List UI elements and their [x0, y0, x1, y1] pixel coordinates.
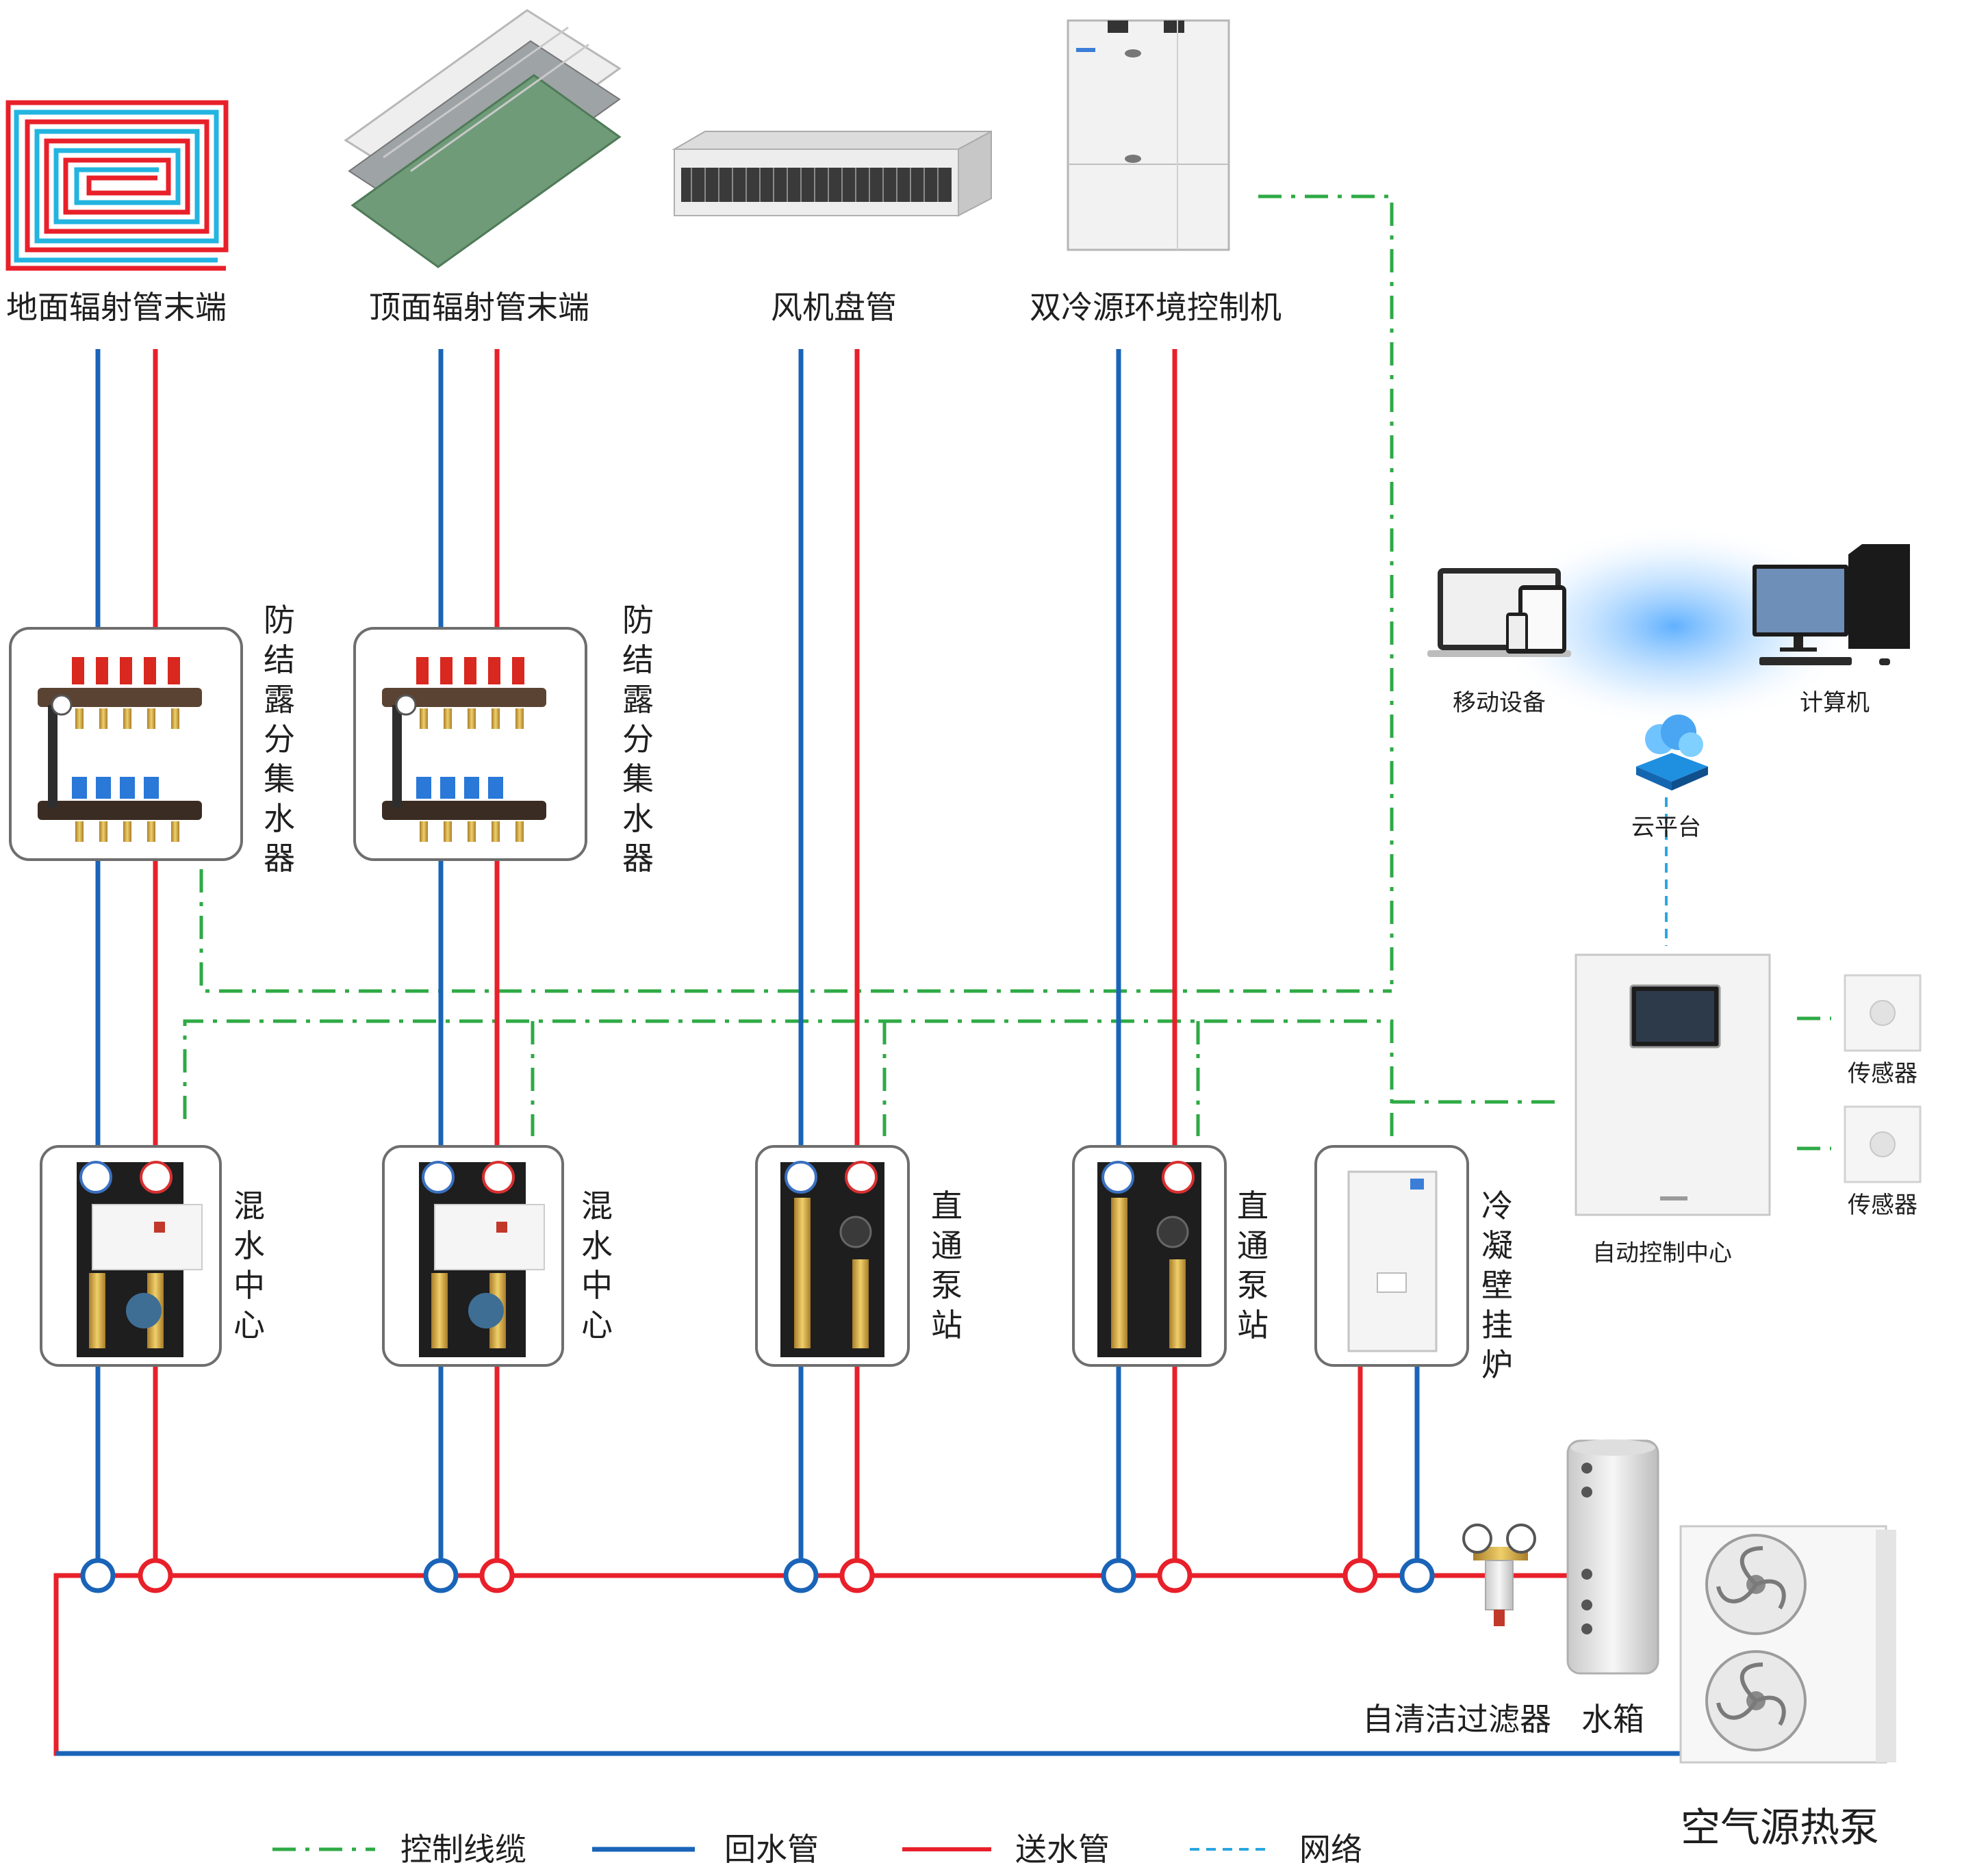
mixing-center-1-char: 中 [233, 1267, 265, 1304]
direct-pump-station-2-char: 站 [1237, 1307, 1269, 1344]
mixing-center-2-char: 水 [581, 1227, 613, 1264]
manifold-1-char: 防 [264, 602, 295, 639]
cloud-platform-icon [1636, 715, 1708, 791]
heat-pump-label: 空气源热泵 [1681, 1804, 1879, 1851]
mixing-center-1-char: 心 [233, 1307, 265, 1344]
floor-radiant-icon [5, 100, 229, 271]
control-cables [183, 194, 1831, 1157]
air-source-heat-pump-icon [1679, 1525, 1896, 1764]
sensor-1 [1844, 974, 1922, 1052]
condensing-boiler [1314, 1145, 1469, 1367]
filter-label: 自清洁过滤器 [1362, 1701, 1551, 1738]
sensor-2 [1844, 1105, 1922, 1183]
mixing-center-1-label: 混 水 中 心 [233, 1187, 265, 1344]
control-center-cabinet [1575, 953, 1771, 1216]
manifold-2-char: 结 [622, 641, 654, 678]
self-cleaning-filter-icon [1462, 1524, 1536, 1626]
tank-label: 水箱 [1581, 1701, 1644, 1738]
legend-return-label: 回水管 [724, 1831, 819, 1863]
mixing-center-2-char: 混 [581, 1187, 613, 1224]
manifold-1-char: 水 [264, 800, 295, 837]
manifold-2-label: 防 结 露 分 集 水 器 [622, 602, 654, 877]
manifold-2-char: 分 [622, 721, 654, 758]
mobile-devices-icon [1427, 568, 1571, 657]
mixing-center-2 [382, 1145, 564, 1367]
manifold-2-char: 水 [622, 800, 654, 837]
legend: 控制线缆 回水管 送水管 网络 [272, 1831, 1362, 1863]
pipes [53, 349, 1684, 1756]
direct-pump-station-2-char: 通 [1237, 1227, 1269, 1264]
manifold-2-char: 集 [622, 760, 654, 797]
manifold-2-char: 露 [622, 681, 654, 718]
manifold-1-char: 露 [264, 681, 295, 718]
sensor-2-label: 传感器 [1848, 1192, 1917, 1219]
mixing-center-2-label: 混 水 中 心 [581, 1187, 613, 1344]
manifold-1-label: 防 结 露 分 集 水 器 [264, 602, 295, 877]
legend-network-label: 网络 [1299, 1831, 1362, 1863]
direct-pump-station-2-char: 泵 [1237, 1267, 1269, 1304]
manifold-2 [353, 627, 587, 861]
legend-control-label: 控制线缆 [400, 1831, 526, 1863]
manifold-1-char: 集 [264, 760, 295, 797]
sensor-1-label: 传感器 [1848, 1060, 1917, 1088]
direct-pump-station-1-char: 泵 [931, 1267, 963, 1304]
pipe-junctions [80, 1558, 1435, 1593]
ceiling-terminal-label: 顶面辐射管末端 [369, 289, 589, 326]
direct-pump-station-2 [1072, 1145, 1227, 1367]
floor-terminal-label: 地面辐射管末端 [6, 289, 227, 326]
condensing-boiler-char: 挂 [1481, 1307, 1513, 1344]
direct-pump-station-1-char: 直 [931, 1187, 963, 1224]
manifold-1-char: 器 [264, 840, 295, 877]
mixing-center-1-char: 水 [233, 1227, 265, 1264]
ceiling-radiant-icon [344, 9, 622, 268]
direct-pump-station-2-label: 直 通 泵 站 [1237, 1187, 1269, 1344]
condensing-boiler-label: 冷 凝 壁 挂 炉 [1481, 1187, 1513, 1383]
condensing-boiler-char: 炉 [1481, 1346, 1513, 1383]
manifold-1-char: 分 [264, 721, 295, 758]
fan-coil-icon [672, 130, 992, 217]
condensing-boiler-char: 壁 [1481, 1267, 1513, 1304]
legend-supply-label: 送水管 [1015, 1831, 1110, 1863]
direct-pump-station-1-char: 通 [931, 1227, 963, 1264]
mixing-center-2-char: 中 [581, 1267, 613, 1304]
direct-pump-station-2-char: 直 [1237, 1187, 1269, 1224]
mixing-center-1-char: 混 [233, 1187, 265, 1224]
mixing-center-2-char: 心 [581, 1307, 613, 1344]
condensing-boiler-char: 凝 [1481, 1227, 1513, 1264]
manifold-2-char: 器 [622, 840, 654, 877]
direct-pump-station-1 [755, 1145, 910, 1367]
manifold-1-char: 结 [264, 641, 295, 678]
manifold-1 [9, 627, 243, 861]
control-center-label: 自动控制中心 [1592, 1239, 1732, 1267]
mobile-label: 移动设备 [1453, 689, 1546, 717]
condensing-boiler-char: 冷 [1481, 1187, 1513, 1224]
mixing-center-1 [40, 1145, 222, 1367]
dual-cool-label: 双冷源环境控制机 [1030, 289, 1282, 326]
direct-pump-station-1-char: 站 [931, 1307, 963, 1344]
manifold-2-char: 防 [622, 602, 654, 639]
direct-pump-station-1-label: 直 通 泵 站 [931, 1187, 963, 1344]
computer-label: 计算机 [1800, 689, 1870, 717]
fan-coil-label: 风机盘管 [771, 289, 897, 326]
dual-cool-unit-icon [1067, 19, 1230, 251]
computer-icon [1753, 544, 1910, 665]
water-tank-icon [1566, 1439, 1659, 1675]
cloud-label: 云平台 [1631, 814, 1701, 841]
